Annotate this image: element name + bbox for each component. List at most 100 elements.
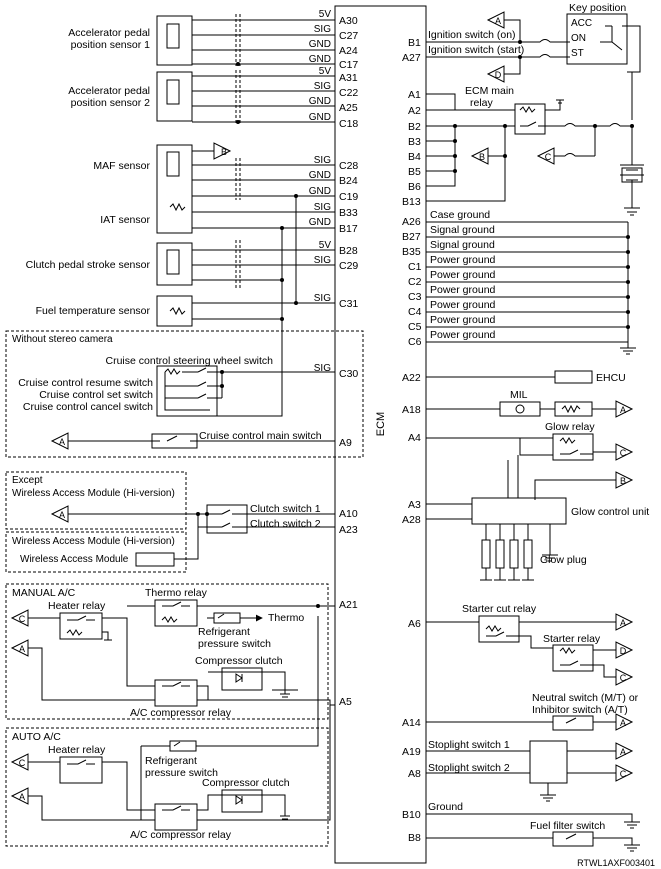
svg-text:B27: B27 (402, 231, 421, 243)
svg-text:B28: B28 (339, 245, 358, 257)
cruise-switch-box (156, 365, 218, 417)
svg-text:A28: A28 (402, 514, 421, 526)
svg-text:5V: 5V (319, 66, 332, 77)
svg-text:B24: B24 (339, 175, 358, 187)
svg-text:A: A (620, 618, 626, 628)
svg-text:Cruise control set switch: Cruise control set switch (39, 389, 153, 401)
app-sensor-2-box (156, 71, 193, 122)
auto-ac-box (5, 727, 329, 847)
app-sensor-1-box (156, 15, 193, 66)
svg-text:A: A (495, 16, 501, 26)
svg-text:C27: C27 (339, 30, 358, 42)
svg-text:Refrigerant: Refrigerant (198, 626, 250, 638)
svg-text:A4: A4 (408, 432, 421, 444)
fuel-temp-box (156, 295, 193, 327)
svg-text:GND: GND (309, 217, 331, 228)
fuel-temp-label: Fuel temperature sensor (36, 305, 151, 317)
glow-relay-box (552, 433, 594, 461)
svg-text:C31: C31 (339, 298, 358, 310)
ehcu-box (554, 370, 593, 384)
svg-text:A: A (19, 644, 25, 654)
svg-text:Power ground: Power ground (430, 269, 496, 281)
svg-text:Power ground: Power ground (430, 314, 496, 326)
with-wam-box (5, 531, 187, 573)
svg-text:Heater relay: Heater relay (48, 744, 106, 756)
svg-text:SIG: SIG (314, 293, 331, 304)
svg-text:A18: A18 (402, 404, 421, 416)
svg-text:AUTO A/C: AUTO A/C (12, 731, 61, 743)
svg-text:B13: B13 (402, 196, 421, 208)
svg-text:Compressor clutch: Compressor clutch (195, 655, 283, 667)
svg-text:A: A (620, 718, 626, 728)
stoplight-switch-box (529, 740, 568, 784)
svg-text:B5: B5 (408, 166, 421, 178)
svg-text:A22: A22 (402, 372, 421, 384)
svg-text:A21: A21 (339, 599, 358, 611)
svg-text:ON: ON (571, 33, 586, 44)
svg-text:Thermo relay: Thermo relay (145, 587, 208, 599)
svg-text:Starter cut relay: Starter cut relay (462, 603, 537, 615)
svg-text:C17: C17 (339, 59, 358, 71)
svg-text:A/C compressor relay: A/C compressor relay (130, 707, 232, 719)
svg-text:C29: C29 (339, 260, 358, 272)
svg-text:C28: C28 (339, 160, 358, 172)
svg-text:Clutch switch 2: Clutch switch 2 (250, 518, 321, 530)
svg-text:B: B (620, 476, 626, 486)
svg-text:pressure switch: pressure switch (198, 638, 271, 650)
svg-text:B3: B3 (408, 136, 421, 148)
svg-text:GND: GND (309, 39, 331, 50)
svg-text:C: C (19, 614, 26, 624)
svg-text:Ground: Ground (428, 801, 463, 813)
svg-text:A1: A1 (408, 89, 421, 101)
app-sensor-2-label-b: position sensor 2 (71, 97, 151, 109)
svg-text:5V: 5V (319, 9, 332, 20)
svg-text:A5: A5 (339, 696, 352, 708)
iat-sensor-label: IAT sensor (100, 214, 150, 226)
svg-text:A3: A3 (408, 499, 421, 511)
svg-text:5V: 5V (319, 240, 332, 251)
svg-text:A9: A9 (339, 437, 352, 449)
svg-text:B4: B4 (408, 151, 421, 163)
svg-text:GND: GND (309, 112, 331, 123)
svg-text:MIL: MIL (510, 389, 528, 401)
svg-text:Refrigerant: Refrigerant (145, 755, 197, 767)
svg-text:Signal ground: Signal ground (430, 224, 495, 236)
svg-text:A25: A25 (339, 102, 358, 114)
svg-text:Glow control unit: Glow control unit (571, 506, 649, 518)
svg-text:B33: B33 (339, 207, 358, 219)
svg-text:B: B (221, 147, 227, 157)
svg-text:C18: C18 (339, 118, 358, 130)
svg-text:C1: C1 (408, 261, 422, 273)
starter-cut-relay-box (478, 615, 520, 643)
svg-text:C22: C22 (339, 87, 358, 99)
svg-text:B17: B17 (339, 223, 358, 235)
svg-text:ECM main: ECM main (465, 85, 514, 97)
svg-text:A: A (59, 437, 65, 447)
svg-text:C: C (620, 448, 627, 458)
svg-text:A8: A8 (408, 768, 421, 780)
svg-text:Signal ground: Signal ground (430, 239, 495, 251)
svg-text:Except: Except (12, 475, 43, 486)
svg-text:GND: GND (309, 54, 331, 65)
svg-text:A: A (620, 747, 626, 757)
svg-text:A14: A14 (402, 717, 421, 729)
svg-text:EHCU: EHCU (596, 372, 626, 384)
svg-text:C: C (620, 673, 627, 683)
svg-text:SIG: SIG (314, 155, 331, 166)
svg-text:Compressor clutch: Compressor clutch (202, 777, 290, 789)
svg-text:B8: B8 (408, 832, 421, 844)
svg-text:Starter relay: Starter relay (543, 633, 601, 645)
svg-text:SIG: SIG (314, 24, 331, 35)
svg-text:A: A (19, 792, 25, 802)
diagram-code: RTWL1AXF003401 (577, 858, 655, 868)
svg-text:A: A (620, 405, 626, 415)
svg-text:C5: C5 (408, 321, 422, 333)
svg-text:D: D (620, 646, 627, 656)
svg-text:A10: A10 (339, 508, 358, 520)
svg-text:SIG: SIG (314, 81, 331, 92)
svg-text:Power ground: Power ground (430, 254, 496, 266)
svg-text:B2: B2 (408, 121, 421, 133)
svg-text:C6: C6 (408, 336, 422, 348)
svg-text:B1: B1 (408, 37, 421, 49)
